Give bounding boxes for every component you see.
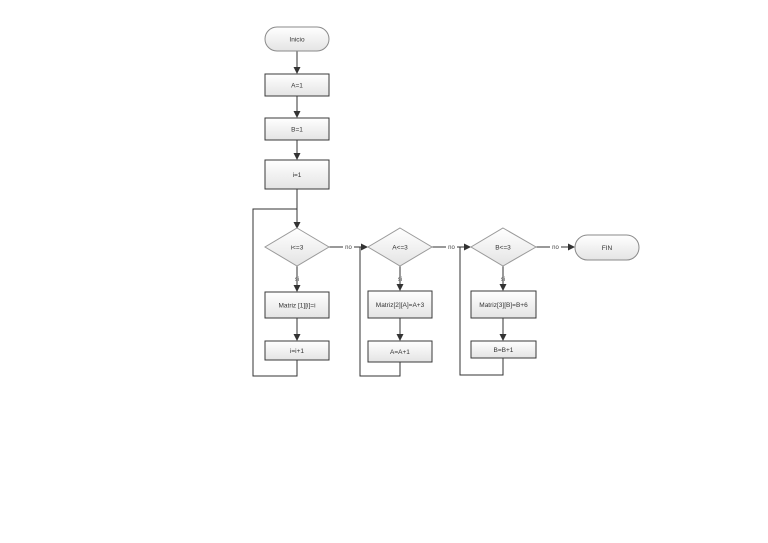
node-cond-i-label: i<=3 [291,245,304,252]
node-inc-b: B=B+1 [470,340,537,359]
node-inc-a: A=A+1 [367,340,433,363]
label-cond-i-yes: si [295,277,299,283]
node-assign-2: Matriz[2][A]=A+3 [367,290,433,319]
node-cond-a: A<=3 [367,227,433,267]
node-inc-i-label: i=i+1 [290,348,304,355]
label-cond-i-no: no [345,245,352,251]
terminal-shape [264,26,330,52]
process-shape [470,340,537,359]
node-inc-b-label: B=B+1 [494,347,514,354]
edge-labels: no si no si no si [295,245,560,283]
node-assign-3-label: Matriz[3][B]=B+6 [479,302,528,309]
label-cond-a-no: no [448,245,455,251]
decision-shape [470,227,538,267]
node-i-init: i=1 [264,159,330,190]
label-cond-a-yes: si [398,277,402,283]
node-end: FIN [574,234,640,261]
process-shape [367,290,433,319]
node-inc-i: i=i+1 [264,340,330,361]
node-cond-i: i<=3 [264,227,330,267]
node-i-init-label: i=1 [293,172,302,179]
decision-shape [367,227,433,267]
process-shape [367,340,433,363]
node-assign-1: Matriz [1][i]=i [264,291,330,319]
node-start-label: Inicio [289,37,305,44]
edge-loop-i [252,208,298,377]
process-shape [264,340,330,361]
node-assign-2-label: Matriz[2][A]=A+3 [376,302,425,309]
process-shape [264,117,330,141]
node-assign-3: Matriz[3][B]=B+6 [470,290,537,319]
label-cond-b-yes: si [501,277,505,283]
process-shape [264,73,330,97]
edge-loop-a [359,247,401,377]
node-inc-a-label: A=A+1 [390,349,410,356]
node-cond-a-label: A<=3 [392,245,408,252]
node-b-init: B=1 [264,117,330,141]
node-cond-b-label: B<=3 [495,245,511,252]
node-b-init-label: B=1 [291,127,303,134]
node-a-init-label: A=1 [291,83,303,90]
node-cond-b: B<=3 [470,227,538,267]
node-start: Inicio [264,26,330,52]
process-shape [264,291,330,319]
process-shape [264,159,330,190]
process-shape [470,290,537,319]
label-cond-b-no: no [552,245,559,251]
node-a-init: A=1 [264,73,330,97]
connectors [252,51,575,377]
node-end-label: FIN [602,245,613,252]
decision-shape [264,227,330,267]
node-assign-1-label: Matriz [1][i]=i [278,303,315,310]
edge-loop-b [459,247,504,376]
terminal-shape [574,234,640,261]
